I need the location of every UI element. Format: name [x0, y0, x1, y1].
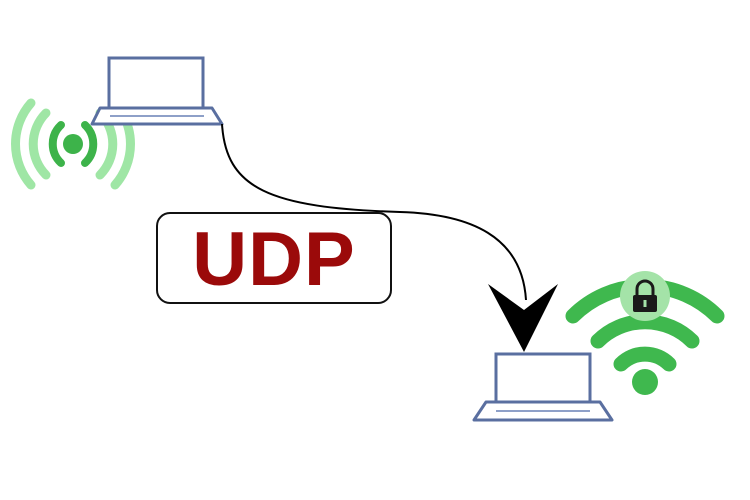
sender-laptop-icon: [90, 56, 224, 126]
connection-line: [221, 123, 527, 301]
protocol-label-text: UDP: [192, 217, 356, 302]
receiver-laptop-icon: [472, 352, 614, 422]
lock-icon: [620, 271, 670, 321]
protocol-label: UDP: [156, 212, 392, 304]
arrow-head-icon: [488, 284, 558, 352]
